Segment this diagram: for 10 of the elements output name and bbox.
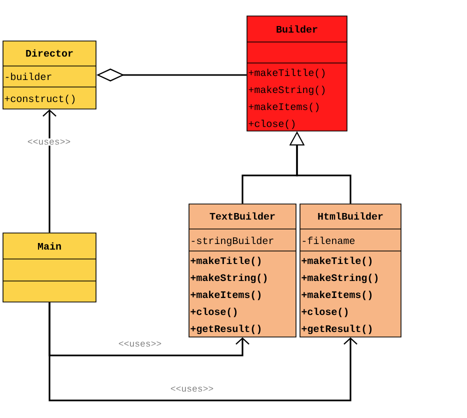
edge-label: <<uses>> xyxy=(117,340,163,348)
class-box: TextBuilder -stringBuilder +makeTitle() +makeString() +makeItems() +close() +getResult() xyxy=(188,204,296,338)
class-box: Main xyxy=(2,232,96,302)
class-box: Director -builder +construct() xyxy=(2,40,96,110)
connector xyxy=(42,109,56,233)
connector xyxy=(48,302,358,402)
edge-label: <<uses>> xyxy=(26,138,72,146)
class-box: Builder +makeTiltle() +makeString() +makeItems() +close() xyxy=(246,16,348,132)
class-box: HtmlBuilder -filename +makeTitle() +makeString() +makeItems() +close() +getResult() xyxy=(300,204,402,338)
edge-label: <<uses>> xyxy=(169,385,215,393)
